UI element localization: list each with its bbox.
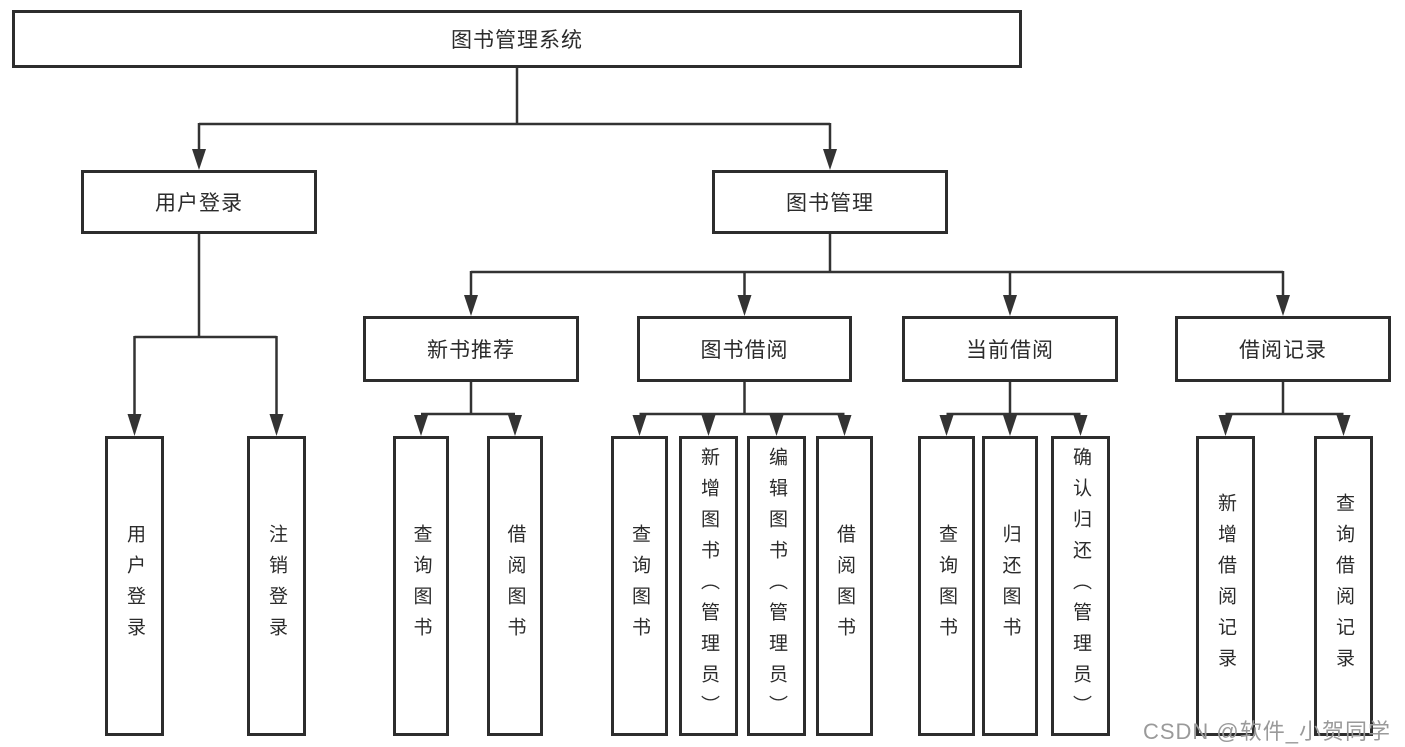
- node-label: 查询图书: [936, 524, 957, 648]
- node-book-borrowing: 图书借阅: [637, 316, 852, 382]
- node-label: 用户登录: [155, 192, 243, 215]
- leaf-add-books-admin: 新增图书（管理员）: [679, 436, 738, 736]
- node-label: 新增借阅记录: [1215, 493, 1236, 679]
- leaf-edit-books-admin: 编辑图书（管理员）: [747, 436, 806, 736]
- node-label: 借阅记录: [1239, 339, 1327, 362]
- node-user-login: 用户登录: [81, 170, 317, 234]
- leaf-query-books-borrow: 查询图书: [611, 436, 668, 736]
- node-label: 新增图书（管理员）: [698, 446, 719, 726]
- node-label: 图书借阅: [700, 339, 789, 362]
- node-label: 新书推荐: [427, 339, 515, 362]
- leaf-query-books-current: 查询图书: [918, 436, 975, 736]
- leaf-logout: 注销登录: [247, 436, 306, 736]
- node-borrowing-records: 借阅记录: [1175, 316, 1391, 382]
- node-label: 注销登录: [266, 524, 287, 648]
- node-label: 当前借阅: [966, 339, 1054, 362]
- node-label: 编辑图书（管理员）: [766, 446, 787, 726]
- node-new-book-recommendation: 新书推荐: [363, 316, 579, 382]
- leaf-query-books-recommend: 查询图书: [393, 436, 449, 736]
- node-root: 图书管理系统: [12, 10, 1022, 68]
- node-label: 图书管理系统: [451, 29, 583, 52]
- node-book-management: 图书管理: [712, 170, 948, 234]
- tree-edges: [133, 68, 1344, 418]
- leaf-query-borrow-record: 查询借阅记录: [1314, 436, 1373, 736]
- node-label: 查询图书: [629, 524, 650, 648]
- node-label: 查询借阅记录: [1333, 493, 1354, 679]
- node-label: 确认归还（管理员）: [1070, 446, 1091, 726]
- node-current-borrowing: 当前借阅: [902, 316, 1118, 382]
- node-label: 归还图书: [999, 524, 1021, 648]
- csdn-watermark: CSDN @软件_小贺同学: [1142, 719, 1391, 744]
- leaf-borrow-books-recommend: 借阅图书: [487, 436, 543, 736]
- node-label: 查询图书: [410, 524, 432, 648]
- node-label: 用户登录: [124, 524, 145, 648]
- node-label: 借阅图书: [504, 524, 526, 648]
- leaf-borrow-books: 借阅图书: [816, 436, 873, 736]
- leaf-user-login: 用户登录: [105, 436, 164, 736]
- node-label: 图书管理: [786, 192, 874, 215]
- arrowhead-icons: [127, 149, 1351, 436]
- leaf-confirm-return-admin: 确认归还（管理员）: [1051, 436, 1110, 736]
- leaf-add-borrow-record: 新增借阅记录: [1196, 436, 1255, 736]
- leaf-return-books: 归还图书: [982, 436, 1038, 736]
- node-label: 借阅图书: [834, 524, 855, 648]
